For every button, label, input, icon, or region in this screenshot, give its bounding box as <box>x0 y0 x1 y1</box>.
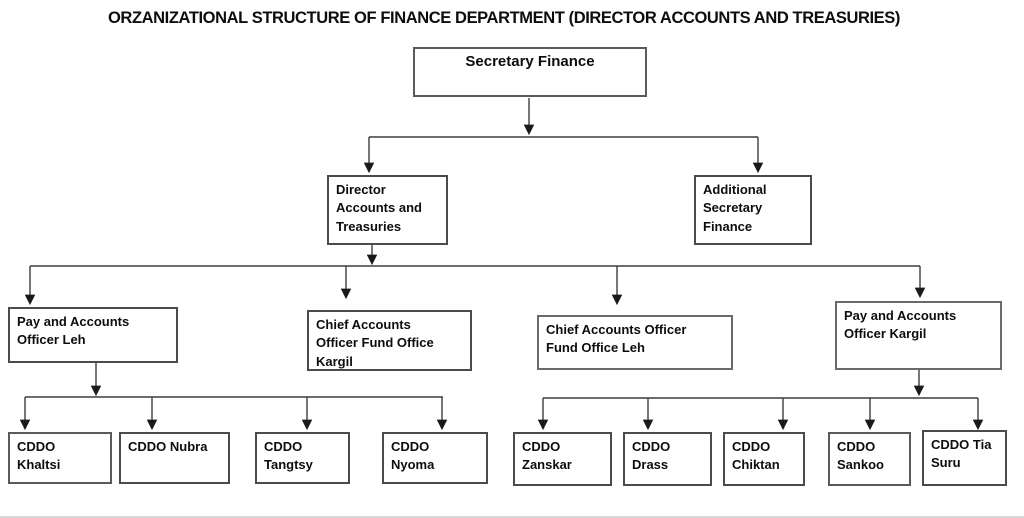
node-label: Secretary Finance <box>465 53 595 70</box>
node-label: CDDO Tangtsy <box>264 439 313 473</box>
node-director-accounts-treasuries: Director Accounts and Treasuries <box>327 175 448 245</box>
node-label: Chief Accounts Officer Fund Office Kargi… <box>316 317 434 369</box>
node-cddo-khaltsi: CDDO Khaltsi <box>8 432 112 484</box>
node-chief-accounts-officer-fund-office-leh: Chief Accounts Officer Fund Office Leh <box>537 315 733 370</box>
node-label: CDDO Nubra <box>128 439 208 454</box>
node-pay-accounts-officer-leh: Pay and Accounts Officer Leh <box>8 307 178 363</box>
node-additional-secretary-finance: Additional Secretary Finance <box>694 175 812 245</box>
node-label: CDDO Tia Suru <box>931 437 992 471</box>
node-label: Pay and Accounts Officer Leh <box>17 314 130 348</box>
node-label: CDDO Drass <box>632 439 671 473</box>
node-cddo-nubra: CDDO Nubra <box>119 432 230 484</box>
chart-title: ORZANIZATIONAL STRUCTURE OF FINANCE DEPA… <box>108 9 900 27</box>
node-label: CDDO Sankoo <box>837 439 884 473</box>
node-cddo-tangtsy: CDDO Tangtsy <box>255 432 350 484</box>
node-label: Additional Secretary Finance <box>703 182 767 234</box>
node-cddo-drass: CDDO Drass <box>623 432 712 486</box>
page-bottom-edge <box>0 516 1024 518</box>
node-secretary-finance: Secretary Finance <box>413 47 647 97</box>
node-cddo-zanskar: CDDO Zanskar <box>513 432 612 486</box>
node-cddo-nyoma: CDDO Nyoma <box>382 432 488 484</box>
node-cddo-tia-suru: CDDO Tia Suru <box>922 430 1007 486</box>
node-pay-accounts-officer-kargil: Pay and Accounts Officer Kargil <box>835 301 1002 370</box>
node-label: Pay and Accounts Officer Kargil <box>844 308 957 342</box>
node-label: CDDO Zanskar <box>522 439 572 473</box>
node-label: CDDO Khaltsi <box>17 439 61 473</box>
node-label: Director Accounts and Treasuries <box>336 182 422 234</box>
node-label: CDDO Chiktan <box>732 439 780 473</box>
node-cddo-chiktan: CDDO Chiktan <box>723 432 805 486</box>
node-label: CDDO Nyoma <box>391 439 435 473</box>
node-cddo-sankoo: CDDO Sankoo <box>828 432 911 486</box>
node-label: Chief Accounts Officer Fund Office Leh <box>546 322 687 356</box>
node-chief-accounts-officer-fund-office-kargil: Chief Accounts Officer Fund Office Kargi… <box>307 310 472 371</box>
